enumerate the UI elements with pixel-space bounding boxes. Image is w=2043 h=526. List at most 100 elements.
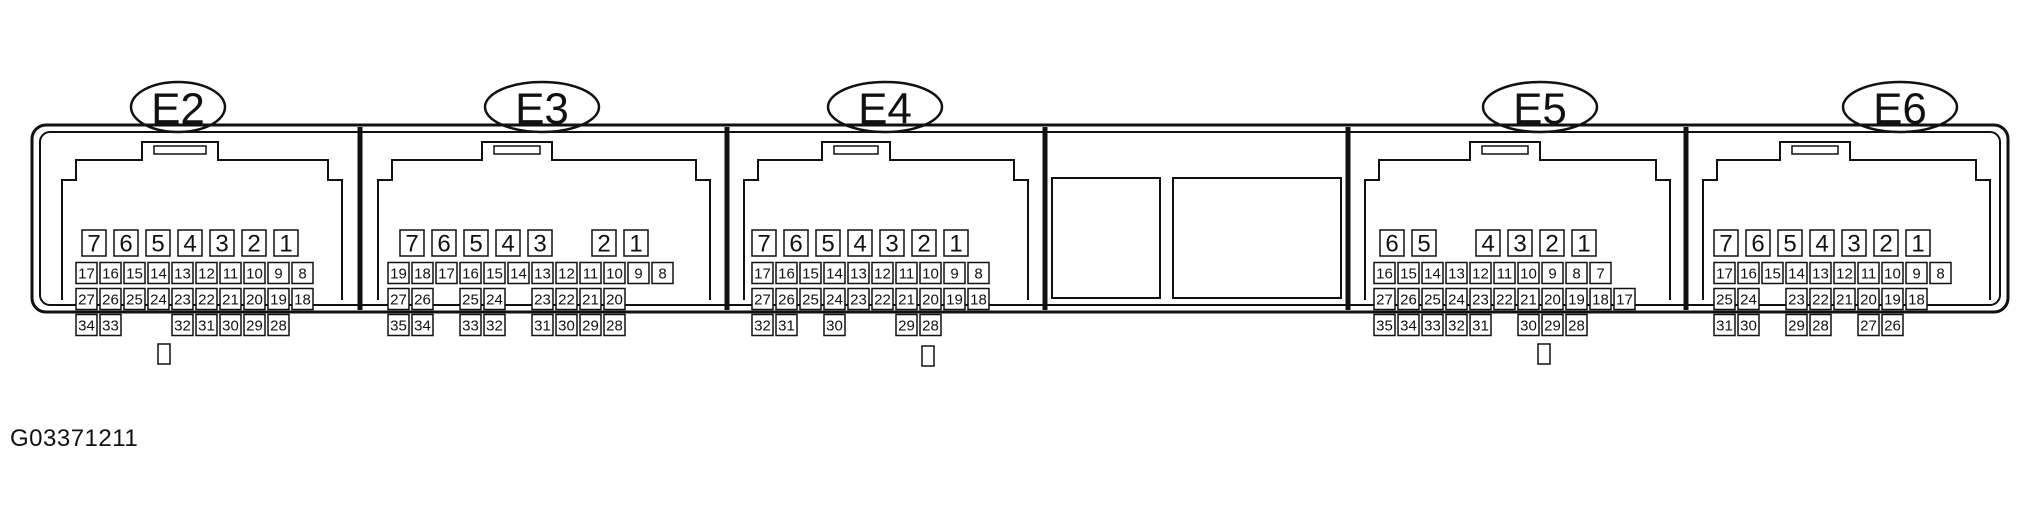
pin-e2-28 xyxy=(267,313,290,337)
connector-outline-e2 xyxy=(61,141,343,300)
pin-label-e4-14: 14 xyxy=(826,266,843,283)
pin-e5-33 xyxy=(1421,313,1444,337)
pin-label-e4-13: 13 xyxy=(850,266,867,283)
pin-label-e5-31: 31 xyxy=(1472,318,1489,335)
pin-label-e5-34: 34 xyxy=(1400,318,1417,335)
pin-e2-27 xyxy=(75,287,98,311)
latch-e5 xyxy=(1481,145,1529,155)
pin-label-e5-7: 7 xyxy=(1596,266,1604,283)
pin-e6-11 xyxy=(1857,261,1880,285)
pin-e2-7 xyxy=(81,229,107,257)
pin-e2-12 xyxy=(195,261,218,285)
pin-label-e6-6: 6 xyxy=(1751,231,1764,258)
pin-e5-18 xyxy=(1589,287,1612,311)
pin-label-e2-22: 22 xyxy=(198,292,215,309)
pin-e2-18 xyxy=(291,287,314,311)
pin-label-e4-8: 8 xyxy=(974,266,982,283)
pin-e5-10 xyxy=(1517,261,1540,285)
pin-label-e4-6: 6 xyxy=(789,231,802,258)
pin-label-e3-12: 12 xyxy=(558,266,575,283)
pin-label-e6-9: 9 xyxy=(1912,266,1920,283)
pin-label-e2-26: 26 xyxy=(102,292,119,309)
pin-e3-2 xyxy=(591,229,617,257)
pin-e5-17 xyxy=(1613,287,1636,311)
pin-label-e3-17: 17 xyxy=(438,266,455,283)
pin-e3-3 xyxy=(527,229,553,257)
pin-label-e2-15: 15 xyxy=(126,266,143,283)
pin-label-e2-33: 33 xyxy=(102,318,119,335)
pin-label-e5-12: 12 xyxy=(1472,266,1489,283)
pin-e2-9 xyxy=(267,261,290,285)
pin-e5-32 xyxy=(1445,313,1468,337)
pin-label-e3-13: 13 xyxy=(534,266,551,283)
pin-label-e2-17: 17 xyxy=(78,266,95,283)
pin-label-e5-5: 5 xyxy=(1417,231,1430,258)
pin-e6-1 xyxy=(1905,229,1931,257)
pin-label-e2-16: 16 xyxy=(102,266,119,283)
pin-e3-22 xyxy=(555,287,578,311)
pin-e5-12 xyxy=(1469,261,1492,285)
pin-e3-35 xyxy=(387,313,410,337)
pin-label-e2-1: 1 xyxy=(279,231,292,258)
pin-e6-8 xyxy=(1929,261,1952,285)
pin-label-e4-26: 26 xyxy=(778,292,795,309)
pin-label-e2-20: 20 xyxy=(246,292,263,309)
pin-label-e5-35: 35 xyxy=(1376,318,1393,335)
pin-e2-13 xyxy=(171,261,194,285)
pin-e4-25 xyxy=(799,287,822,311)
pin-label-e5-11: 11 xyxy=(1497,266,1513,283)
pin-label-e6-21: 21 xyxy=(1836,292,1853,309)
pin-label-e6-7: 7 xyxy=(1719,231,1732,258)
blank-panel-left xyxy=(1051,177,1161,299)
connector-outline-e5 xyxy=(1364,141,1671,300)
pin-label-e3-23: 23 xyxy=(534,292,551,309)
pin-e5-30 xyxy=(1517,313,1540,337)
pin-e5-23 xyxy=(1469,287,1492,311)
pin-label-e5-14: 14 xyxy=(1424,266,1441,283)
pin-label-e6-26: 26 xyxy=(1884,318,1901,335)
pin-e5-5 xyxy=(1411,229,1437,257)
pin-e6-16 xyxy=(1737,261,1760,285)
pin-label-e6-4: 4 xyxy=(1815,231,1828,258)
pin-e4-1 xyxy=(943,229,969,257)
pin-e3-9 xyxy=(627,261,650,285)
pin-e5-9 xyxy=(1541,261,1564,285)
pin-e3-14 xyxy=(507,261,530,285)
pin-label-e3-5: 5 xyxy=(469,231,482,258)
pin-e2-20 xyxy=(243,287,266,311)
pin-e6-10 xyxy=(1881,261,1904,285)
pin-label-e4-17: 17 xyxy=(754,266,771,283)
pin-e3-27 xyxy=(387,287,410,311)
pin-e5-27 xyxy=(1373,287,1396,311)
pin-e4-12 xyxy=(871,261,894,285)
pin-e4-27 xyxy=(751,287,774,311)
pin-e3-18 xyxy=(411,261,434,285)
pin-e2-33 xyxy=(99,313,122,337)
pin-label-e6-18: 18 xyxy=(1908,292,1925,309)
pin-e5-19 xyxy=(1565,287,1588,311)
pin-e2-21 xyxy=(219,287,242,311)
pin-e3-4 xyxy=(495,229,521,257)
pin-e5-28 xyxy=(1565,313,1588,337)
pin-label-e3-22: 22 xyxy=(558,292,575,309)
pin-e6-7 xyxy=(1713,229,1739,257)
pin-label-e6-23: 23 xyxy=(1788,292,1805,309)
pin-e2-31 xyxy=(195,313,218,337)
pin-e6-25 xyxy=(1713,287,1736,311)
pin-label-e4-21: 21 xyxy=(898,292,915,309)
pin-label-e3-24: 24 xyxy=(486,292,503,309)
pin-e4-21 xyxy=(895,287,918,311)
pin-label-e2-11: 11 xyxy=(223,266,239,283)
pin-label-e4-16: 16 xyxy=(778,266,795,283)
pin-label-e2-14: 14 xyxy=(150,266,167,283)
pin-e2-4 xyxy=(177,229,203,257)
connector-housing xyxy=(30,123,2010,314)
pin-label-e4-11: 11 xyxy=(899,266,915,283)
pin-label-e3-16: 16 xyxy=(462,266,479,283)
pin-label-e3-29: 29 xyxy=(582,318,599,335)
pin-e5-2 xyxy=(1539,229,1565,257)
pin-e3-23 xyxy=(531,287,554,311)
pin-e4-26 xyxy=(775,287,798,311)
pin-e3-5 xyxy=(463,229,489,257)
pin-label-e6-11: 11 xyxy=(1861,266,1877,283)
